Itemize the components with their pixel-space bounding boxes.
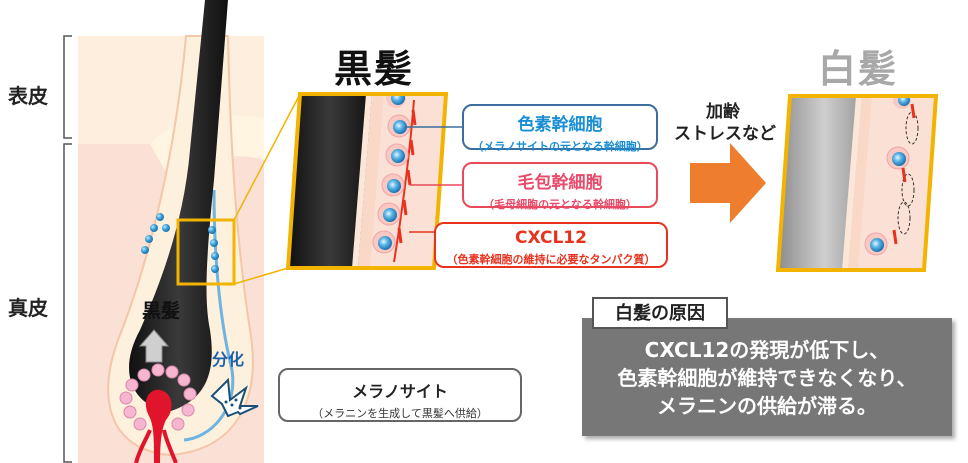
dermis-label: 真皮 [8,296,48,320]
hair-bulb-cells [119,363,197,431]
white-hair-zoom [775,94,939,272]
black-hair-title: 黒髪 [334,47,415,91]
pigment-stem-cell-callout: 色素幹細胞 （メラノサイトの元となる幹細胞） [462,104,658,153]
dermal-papilla [145,389,172,463]
cxcl12-title: CXCL12 [515,228,587,248]
cxcl12-sub: （色素幹細胞の維持に必要なタンパク質） [446,253,656,266]
dermis-bracket [63,143,72,463]
cause-line-2: 色素幹細胞が維持できなくなり、 [617,366,917,390]
black-hair-zoom [285,92,449,270]
bulge-stem-cells-right [208,226,219,273]
white-hair-title: 白髪 [818,47,899,91]
arrow-label-line1: 加齢 [706,102,740,122]
follicle-stem-cell-callout: 毛包幹細胞 （毛母細胞の元となる幹細胞） [462,162,658,211]
cause-title: 白髪の原因 [592,297,728,329]
cause-explanation-box: CXCL12の発現が低下し、 色素幹細胞が維持できなくなり、 メラニンの供給が滞… [582,318,952,436]
epidermis-bracket [63,35,72,139]
cause-line-3: メラニンの供給が滞る。 [657,394,877,418]
follicle-stem-cell-sub: （毛母細胞の元となる幹細胞） [483,198,637,211]
pigment-stem-cell-sub: （メラノサイトの元となる幹細胞） [472,140,648,153]
bulge-stem-cells-left [141,213,170,254]
arrow-label-line2: ストレスなど [674,124,776,144]
progression-arrow-icon [690,143,766,223]
follicle-stem-cell-title: 毛包幹細胞 [517,173,603,193]
epidermis-label: 表皮 [8,84,48,108]
pigment-stem-cell-title: 色素幹細胞 [517,115,603,135]
zoom-source-frame [176,218,236,286]
differentiation-label: 分化 [212,350,245,369]
up-arrow-icon [138,329,170,363]
left-black-hair-label: 黒髪 [142,300,181,322]
melanocyte-icon [210,377,259,418]
melanocyte-callout: メラノサイト （メラニンを生成して黒髪へ供給） [278,368,522,422]
melanocyte-title: メラノサイト [352,382,448,401]
cxcl12-callout: CXCL12 （色素幹細胞の維持に必要なタンパク質） [434,222,668,268]
cause-line-1: CXCL12の発現が低下し、 [644,338,890,362]
melanocyte-sub: （メラニンを生成して黒髪へ供給） [312,407,488,420]
black-hair-shaft [129,0,228,412]
